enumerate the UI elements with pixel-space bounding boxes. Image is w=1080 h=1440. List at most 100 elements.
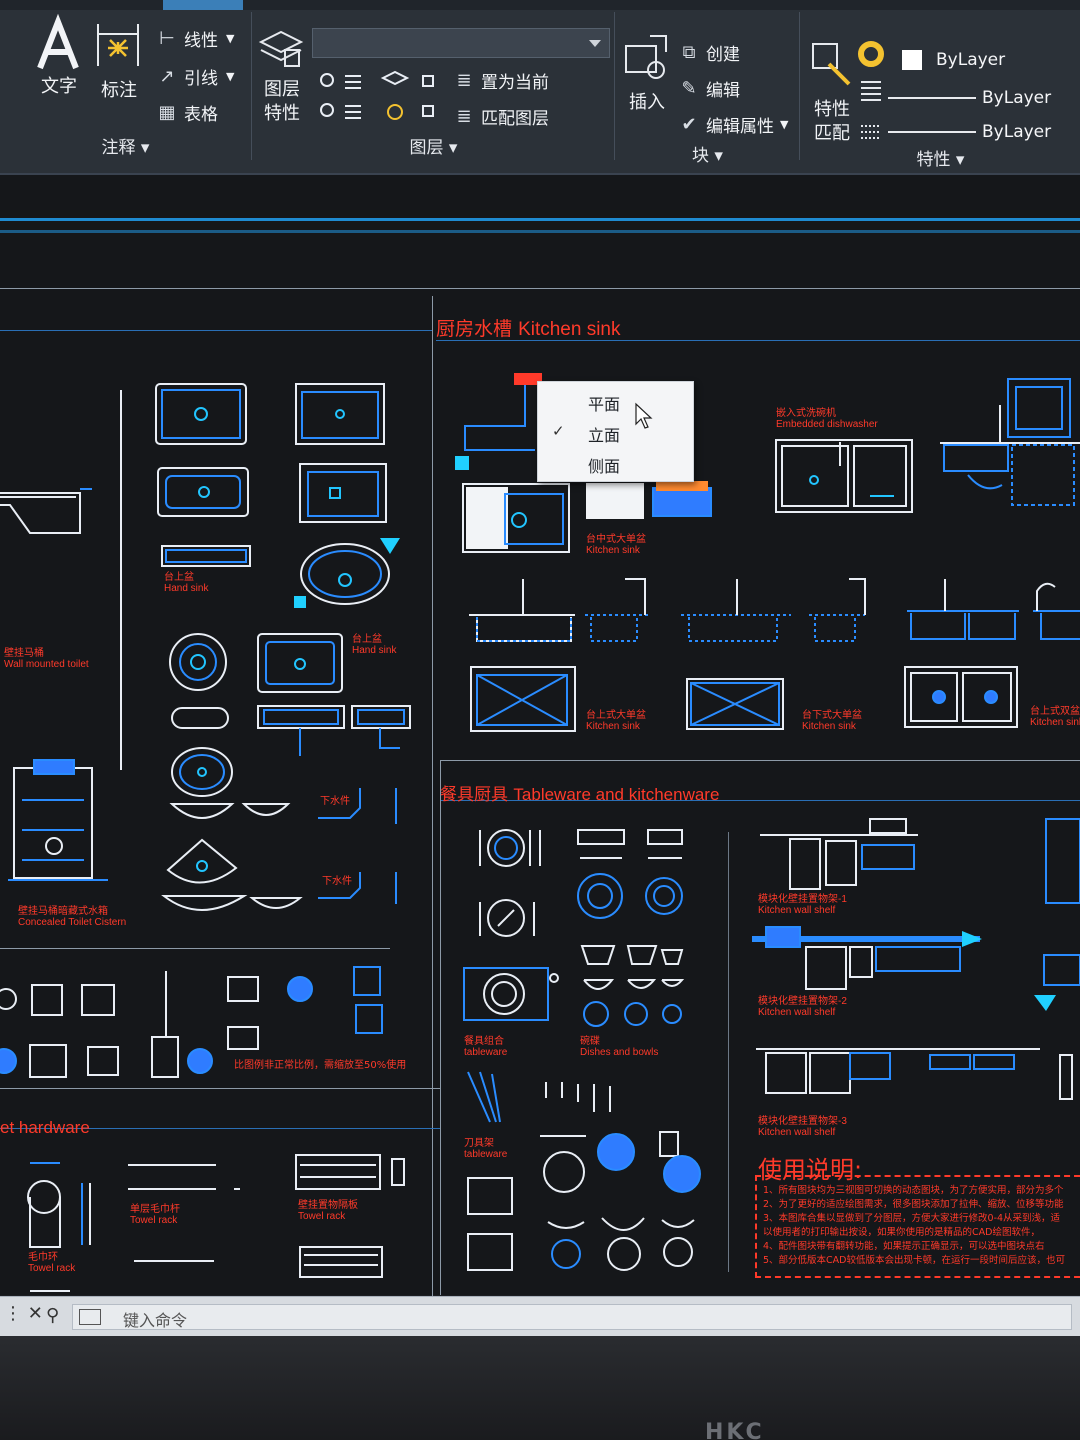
tableware-header-line bbox=[440, 800, 1080, 801]
kitchen-sink-variants[interactable] bbox=[465, 575, 1080, 735]
match-layer-button[interactable]: ≣匹配图层 bbox=[453, 104, 549, 130]
close-icon[interactable]: ⋮ ✕ bbox=[4, 1303, 43, 1324]
tableware-divider bbox=[728, 832, 729, 1272]
lineweight-sample bbox=[888, 131, 976, 133]
layer-stack-icon: ≣ bbox=[456, 69, 472, 91]
round-basin-blocks[interactable] bbox=[160, 628, 420, 928]
hardware-divider bbox=[0, 1088, 440, 1089]
annotation-panel: 文字 标注 ⊢线性▼ ↗引线▼ ▦表格 注释 ▾ bbox=[0, 12, 252, 160]
wall-shelf-blocks[interactable] bbox=[750, 815, 1080, 1100]
usage-note-line: 5、部分低版本CAD较低版本会出现卡顿，在运行一段时间后应该，也可 bbox=[763, 1255, 1065, 1266]
ribbon: 文字 标注 ⊢线性▼ ↗引线▼ ▦表格 注释 ▾ 图层 特性 ≣置为当前 ≣匹配… bbox=[0, 0, 1080, 175]
block-panel-title[interactable]: 块 ▾ bbox=[692, 146, 723, 166]
selected-kitchen-sink-block[interactable] bbox=[455, 370, 715, 560]
edit-attributes-button[interactable]: ✔编辑属性▼ bbox=[678, 112, 789, 138]
match-properties-button[interactable]: 特性 匹配 bbox=[814, 99, 850, 144]
hardware-header-line bbox=[0, 1128, 440, 1129]
layer-tools-icons bbox=[320, 70, 434, 120]
create-block-icon: ⧉ bbox=[682, 41, 696, 63]
make-current-button[interactable]: ≣置为当前 bbox=[453, 68, 549, 94]
toilet-frame-line bbox=[120, 390, 122, 770]
toilet-accessory-blocks[interactable] bbox=[0, 965, 420, 1085]
color-swatch bbox=[902, 50, 922, 70]
linetype-dropdown[interactable]: ByLayer bbox=[888, 84, 1080, 112]
edit-attributes-icon: ✔ bbox=[681, 113, 697, 135]
leader-button[interactable]: ↗引线▼ bbox=[156, 64, 234, 90]
lineweight-dropdown[interactable]: ByLayer bbox=[888, 118, 1080, 146]
table-button[interactable]: ▦表格 bbox=[156, 100, 218, 126]
edit-block-icon: ✎ bbox=[681, 77, 697, 99]
wrench-icon[interactable]: ⚲ bbox=[46, 1305, 60, 1326]
towel-hardware-blocks[interactable] bbox=[10, 1154, 430, 1295]
dimension-icon bbox=[97, 24, 139, 66]
tableware-blocks[interactable] bbox=[460, 822, 720, 1282]
insert-button[interactable]: 插入 bbox=[629, 92, 665, 113]
sink-cabinet-block[interactable] bbox=[938, 375, 1080, 515]
ribbon-tab-strip bbox=[0, 0, 1080, 10]
section-divider bbox=[440, 760, 1080, 761]
leader-icon: ↗ bbox=[159, 65, 175, 87]
usage-note-line: 3、本图库合集以显做到了分图层，方便大家进行修改0-4从采到浅，适 bbox=[763, 1213, 1061, 1224]
dimension-button[interactable]: 标注 bbox=[101, 80, 137, 101]
linear-dim-button[interactable]: ⊢线性▼ bbox=[156, 26, 235, 52]
ribbon-tab-active[interactable] bbox=[163, 0, 243, 10]
layers-panel-title[interactable]: 图层 ▾ bbox=[409, 138, 458, 158]
monitor-brand-logo: HKC bbox=[705, 1420, 765, 1440]
menu-item-side[interactable]: 侧面 bbox=[588, 457, 621, 476]
block-panel: 插入 ⧉创建 ✎编辑 ✔编辑属性▼ 块 ▾ bbox=[616, 12, 800, 166]
viewport-border-secondary bbox=[0, 230, 1080, 233]
drawing-canvas[interactable] bbox=[0, 175, 1080, 1295]
match-properties-icon bbox=[812, 43, 851, 86]
linetype-sample bbox=[888, 97, 976, 99]
chevron-down-icon: ▼ bbox=[780, 118, 789, 131]
mouse-cursor-icon bbox=[635, 402, 653, 429]
edit-block-button[interactable]: ✎编辑 bbox=[678, 76, 740, 102]
color-dropdown[interactable]: ByLayer bbox=[888, 46, 1080, 74]
layer-dropdown[interactable] bbox=[312, 28, 610, 58]
wall-toilet-side-block[interactable] bbox=[0, 485, 100, 555]
tableware-frame-left bbox=[440, 760, 441, 1295]
annotation-panel-title[interactable]: 注释 ▾ bbox=[101, 138, 150, 158]
command-input[interactable]: 键入命令 bbox=[72, 1304, 1072, 1330]
hardware-title: et hardware bbox=[0, 1118, 90, 1137]
kitchen-sink-title: 厨房水槽 Kitchen sink bbox=[436, 318, 621, 340]
menu-item-elevation[interactable]: ✓立面 bbox=[552, 422, 621, 445]
table-icon: ▦ bbox=[158, 101, 176, 123]
create-block-button[interactable]: ⧉创建 bbox=[678, 40, 740, 66]
kitchen-sink-header-line bbox=[436, 340, 1080, 341]
usage-note-line: 以使用者的打印输出按设，如果你使用的是精品的CAD绘图软件， bbox=[763, 1227, 1040, 1238]
cistern-block[interactable] bbox=[8, 759, 118, 890]
text-icon bbox=[37, 13, 79, 70]
scale-note-label: 比图例非正常比例，需缩放至50%使用 bbox=[234, 1060, 407, 1071]
properties-panel-title[interactable]: 特性 ▾ bbox=[916, 150, 965, 170]
command-prompt-icon[interactable] bbox=[79, 1309, 101, 1325]
dishwasher-block[interactable] bbox=[770, 438, 920, 518]
usage-note-line: 1、所有图块均为三视图可切换的动态图块，为了方便实用，部分为多个 bbox=[763, 1185, 1064, 1196]
sheet-divider-vertical bbox=[432, 296, 433, 1296]
washbasin-blocks[interactable] bbox=[150, 380, 400, 620]
drain-label-1: 下水件 bbox=[320, 796, 350, 807]
layer-properties-button[interactable]: 图层 特性 bbox=[264, 79, 300, 124]
usage-note-line: 4、配件图块带有翻转功能，如果提示正确显示，可以选中图块点右 bbox=[763, 1241, 1045, 1252]
insert-block-icon bbox=[625, 35, 667, 79]
usage-note-line: 2、为了更好的适应绘图需求，很多图块添加了拉伸、缩放、位移等功能 bbox=[763, 1199, 1064, 1210]
menu-item-plan[interactable]: 平面 bbox=[588, 395, 621, 414]
text-button[interactable]: 文字 bbox=[41, 76, 77, 97]
property-icons bbox=[858, 41, 884, 139]
viewport-border bbox=[0, 218, 1080, 221]
layers-panel: 图层 特性 ≣置为当前 ≣匹配图层 图层 ▾ bbox=[253, 12, 615, 160]
chevron-down-icon: ▼ bbox=[226, 32, 235, 45]
view-context-menu: 平面 ✓立面 侧面 bbox=[537, 381, 694, 482]
